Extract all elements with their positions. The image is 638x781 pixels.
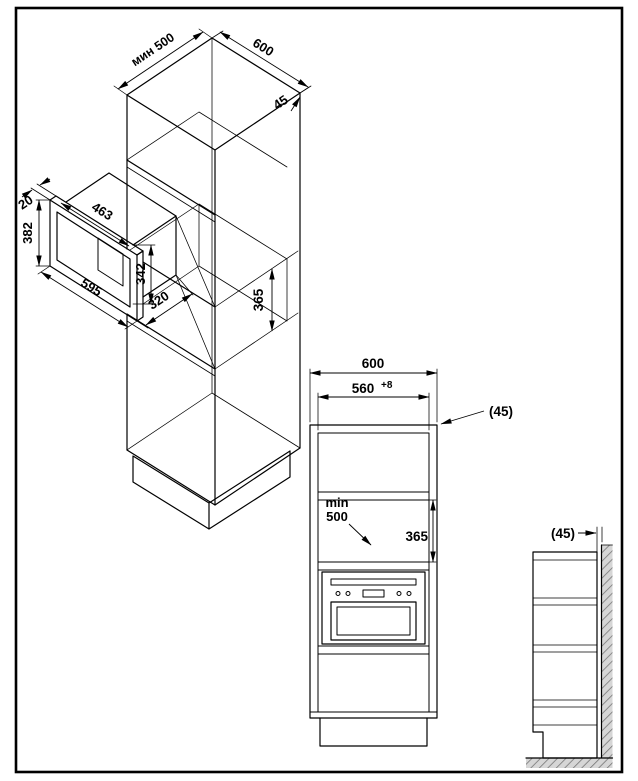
label-cabinet-width-front: 600 [362, 356, 385, 371]
label-niche-width-front: 560 [352, 381, 375, 396]
front-cabinet-inner-walls [309, 432, 438, 713]
front-cabinet-outline [309, 424, 438, 719]
label-niche-height-iso: 365 [251, 288, 266, 311]
cabinet-plinth [132, 450, 291, 530]
front-view: 600 560 +8 (45) min 500 365 [309, 356, 513, 747]
niche-interior-lines [129, 203, 288, 322]
side-cabinet-outline [532, 551, 598, 759]
microwave-body-top [65, 172, 177, 246]
side-view: (45) [525, 526, 614, 768]
front-shelves [317, 491, 430, 655]
microwave-frame-right-edge [136, 250, 144, 322]
niche-opening-edges [126, 261, 216, 370]
dim-320 [145, 293, 193, 326]
ext-595 [37, 265, 138, 330]
cabinet-bottom-edges [126, 447, 301, 506]
dim-463 [60, 202, 130, 247]
isometric-view: мин 500 600 45 20 463 382 342 595 320 36… [15, 28, 312, 530]
label-frame-clearance-iso: 20 [15, 192, 35, 213]
label-cabinet-width-iso: 600 [250, 35, 276, 59]
label-appliance-width-iso: 595 [78, 275, 104, 299]
insertion-guide-lines [175, 215, 216, 370]
label-rear-gap-side: (45) [551, 526, 575, 541]
ext-365-front [428, 499, 437, 563]
label-appliance-height-iso: 382 [20, 222, 35, 244]
label-niche-min-depth-iso: мин 500 [129, 30, 177, 69]
label-niche-height-front: 365 [405, 529, 428, 544]
wall-section [601, 545, 613, 758]
dim-600 [219, 31, 309, 88]
ext-45-side [596, 526, 603, 553]
label-niche-width-tolerance: +8 [381, 380, 393, 391]
leader-20a [21, 189, 33, 199]
oven-knob [396, 591, 402, 596]
label-body-height-iso: 342 [133, 263, 148, 285]
oven-outline [321, 571, 426, 645]
ext-20 [30, 183, 57, 201]
ext-365 [214, 250, 299, 370]
leader-45 [290, 96, 301, 112]
ext-320 [136, 274, 194, 329]
label-min-depth-value-front: 500 [326, 509, 348, 524]
niche-shelf-thickness [126, 320, 216, 377]
front-dimensions [309, 368, 485, 563]
oven-handle [330, 578, 417, 586]
arrow-min500-front [348, 523, 372, 546]
ext-45 [299, 86, 310, 94]
cabinet-hidden-edges [126, 37, 301, 451]
floor-section [526, 758, 613, 768]
oven-front [321, 571, 426, 645]
leader-20b [39, 177, 51, 186]
tall-cabinet-isometric [126, 37, 301, 530]
oven-door-glass [336, 606, 411, 636]
cabinet-shelf-detail [126, 111, 288, 223]
oven-knob [406, 591, 412, 596]
front-plinth [319, 717, 428, 747]
ext-382 [35, 199, 51, 267]
label-body-depth-iso: 320 [145, 288, 171, 313]
label-min-depth-word-front: min [325, 495, 348, 510]
oven-door [330, 601, 417, 641]
cabinet-vertical-edges [126, 92, 301, 506]
ext-600-front [309, 368, 438, 423]
page-border [14, 6, 624, 774]
microwave-door-window [97, 237, 124, 287]
dim-595 [40, 271, 129, 328]
dim-min500 [117, 31, 204, 90]
label-rear-gap-front: (45) [489, 404, 513, 419]
oven-knob [335, 591, 341, 596]
side-cabinet-shelves [532, 559, 598, 726]
leader-45-front [440, 410, 485, 425]
cabinet-shelf-front [126, 159, 216, 216]
isometric-dimensions [21, 28, 312, 370]
ext-min500 [113, 28, 213, 96]
label-rear-gap-iso: 45 [270, 92, 290, 113]
oven-knob [345, 591, 351, 596]
oven-display [362, 589, 385, 598]
